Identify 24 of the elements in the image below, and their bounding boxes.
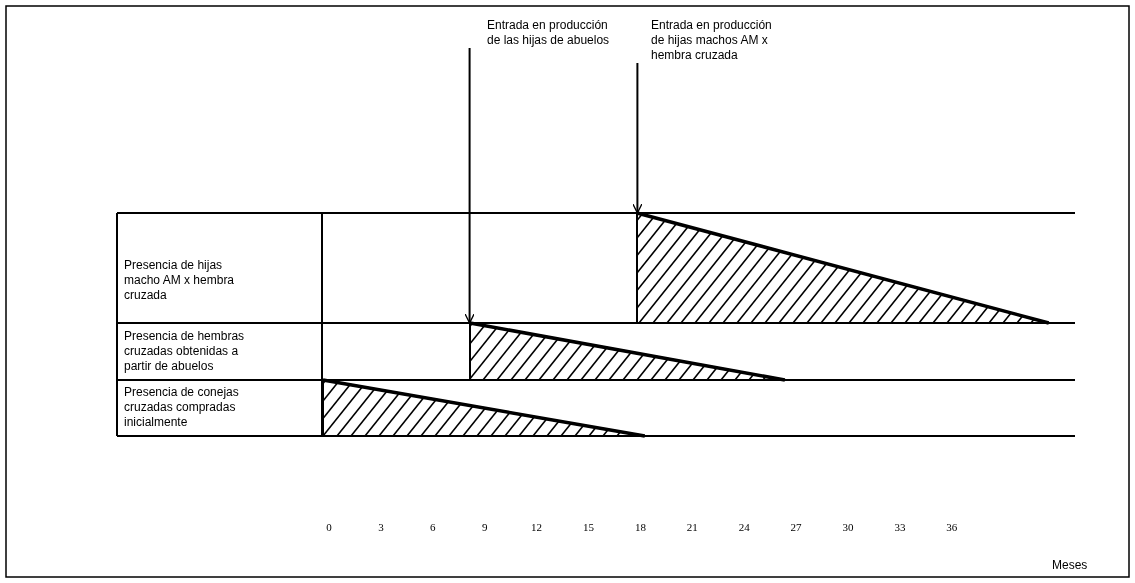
tick-label: 30 bbox=[841, 521, 855, 533]
annotation-text: Entrada en producción de hijas machos AM x hembra cruzada bbox=[636, 18, 779, 63]
annotation-text: Entrada en producción de las hijas de abuelos bbox=[468, 18, 615, 48]
tick-label: 6 bbox=[429, 521, 437, 533]
tick-label: 9 bbox=[480, 521, 489, 533]
tick-label: 21 bbox=[685, 521, 699, 533]
arrow bbox=[632, 62, 643, 214]
tick-label: 3 bbox=[377, 521, 385, 533]
arrow bbox=[464, 47, 475, 324]
tick-label: 33 bbox=[893, 521, 907, 533]
tick-label: 27 bbox=[789, 521, 803, 533]
row-label: Presencia de conejas cruzadas compradas inicialmente bbox=[124, 385, 252, 430]
hatched-triangle bbox=[469, 323, 785, 380]
tick-label: 36 bbox=[945, 521, 959, 533]
tick-label: 15 bbox=[582, 521, 595, 533]
row-label: Presencia de hembras cruzadas obtenidas a partir de abuelos bbox=[124, 329, 252, 374]
tick-label: 12 bbox=[530, 521, 544, 533]
tick-label: 18 bbox=[633, 521, 647, 533]
tick-label: 24 bbox=[737, 521, 751, 533]
hatched-triangle bbox=[637, 213, 1050, 323]
axis-title: Meses bbox=[1052, 558, 1088, 573]
tick-label: 0 bbox=[325, 521, 333, 533]
hatched-triangle bbox=[322, 380, 645, 436]
row-label: Presencia de hijas macho AM x hembra cruzada bbox=[124, 258, 252, 303]
